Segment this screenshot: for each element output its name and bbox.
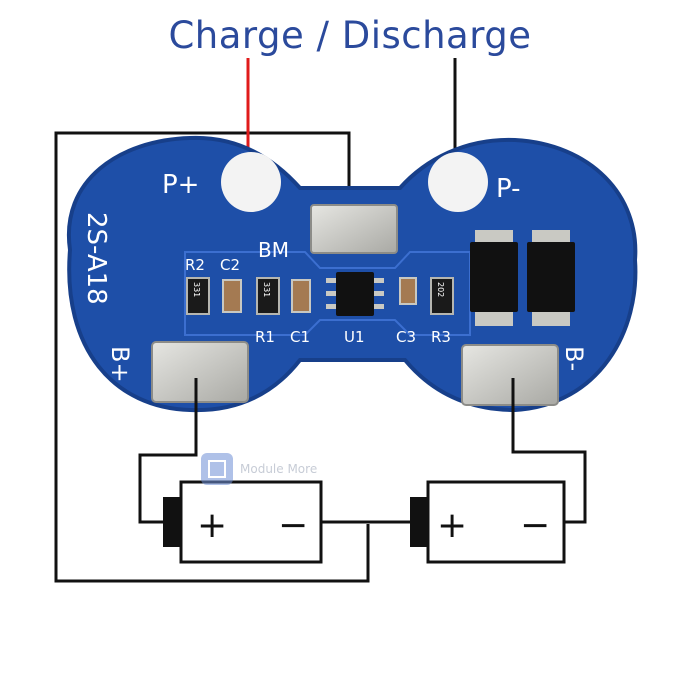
chip-u1 [326,272,384,316]
battery-1-plus: + [197,505,227,546]
smd-components [186,277,454,315]
label-r2: R2 [185,256,205,274]
battery-1-minus: − [278,505,308,546]
battery-2-minus: − [520,505,550,546]
pad-b-plus [151,341,249,403]
wire-outer-loop [54,131,370,583]
pad-top-center [310,204,398,254]
diagram-title: Charge / Discharge [168,14,532,57]
battery-2: + − [410,480,566,564]
label-c1: C1 [290,328,310,346]
label-c2: C2 [220,256,240,274]
label-b-minus: B- [560,346,588,371]
pad-p-plus [221,152,281,212]
label-model: 2S-A18 [81,212,111,305]
label-r1: R1 [255,328,275,346]
label-p-minus: P- [496,174,521,204]
pad-b-minus [461,344,559,406]
label-chip: BM [258,238,289,262]
label-b-plus: B+ [106,346,134,383]
resistor-code-r2: 331 [192,282,201,297]
label-u1: U1 [344,328,365,346]
battery-2-plus: + [437,505,467,546]
mosfet-chips [470,230,575,326]
resistor-code-r3: 202 [436,282,445,297]
battery-wires [138,378,587,524]
watermark-text: Module More [240,462,317,476]
label-p-plus: P+ [162,170,199,200]
label-r3: R3 [431,328,451,346]
battery-1: + − [163,480,323,564]
watermark: Module More [201,453,317,485]
label-c3: C3 [396,328,416,346]
resistor-code-r1: 331 [262,282,271,297]
pad-p-minus [428,152,488,212]
